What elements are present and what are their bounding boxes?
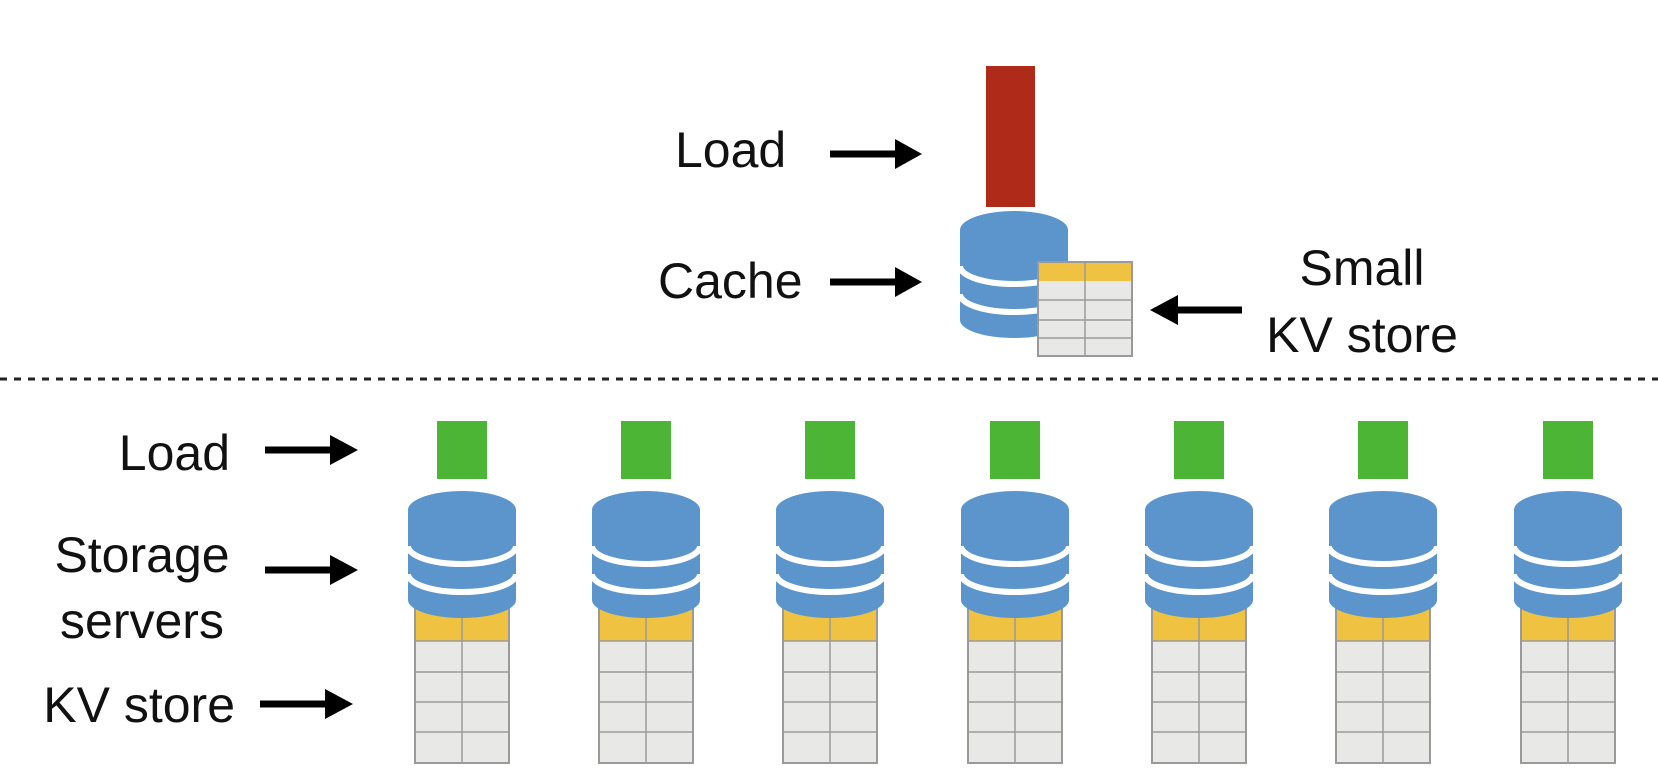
small-kv-label-line2: KV store: [1266, 307, 1458, 363]
small-kv-table-icon: [1037, 261, 1133, 357]
cache-label: Cache: [658, 253, 803, 309]
database-icon: [1326, 491, 1440, 618]
kv-table-icon: [967, 607, 1063, 764]
kv-table-icon: [1520, 607, 1616, 764]
kv-table-icon: [782, 607, 878, 764]
database-icon: [958, 491, 1072, 618]
server-load-bar: [805, 421, 855, 479]
storage-server: [1326, 421, 1440, 764]
small-kv-label-line1: Small: [1299, 240, 1424, 296]
storage-server: [1511, 421, 1625, 764]
top-load-arrow-icon: [830, 139, 922, 169]
small-kv-arrow-icon: [1150, 295, 1242, 325]
cache-arrow-icon: [830, 267, 922, 297]
server-load-bar: [990, 421, 1040, 479]
hot-load-bar: [986, 66, 1035, 207]
server-load-bar: [1174, 421, 1224, 479]
server-load-bar: [621, 421, 671, 479]
server-load-bar: [1543, 421, 1593, 479]
bottom-load-arrow-icon: [265, 435, 358, 465]
storage-arrow-icon: [265, 555, 358, 585]
storage-server-row: [405, 421, 1625, 764]
kv-table-icon: [1335, 607, 1431, 764]
storage-server: [589, 421, 703, 764]
kv-store-label: KV store: [43, 677, 235, 733]
kv-store-arrow-icon: [260, 689, 353, 719]
database-icon: [589, 491, 703, 618]
server-load-bar: [1358, 421, 1408, 479]
kv-table-icon: [598, 607, 694, 764]
bottom-load-label: Load: [119, 425, 230, 481]
database-icon: [1511, 491, 1625, 618]
top-load-label: Load: [675, 122, 786, 178]
storage-server: [405, 421, 519, 764]
storage-label-line1: Storage: [54, 527, 229, 583]
storage-server: [958, 421, 1072, 764]
storage-server: [1142, 421, 1256, 764]
storage-server: [773, 421, 887, 764]
database-icon: [405, 491, 519, 618]
kv-table-icon: [414, 607, 510, 764]
kv-table-icon: [1151, 607, 1247, 764]
database-icon: [1142, 491, 1256, 618]
storage-label-line2: servers: [60, 593, 224, 649]
server-load-bar: [437, 421, 487, 479]
database-icon: [773, 491, 887, 618]
